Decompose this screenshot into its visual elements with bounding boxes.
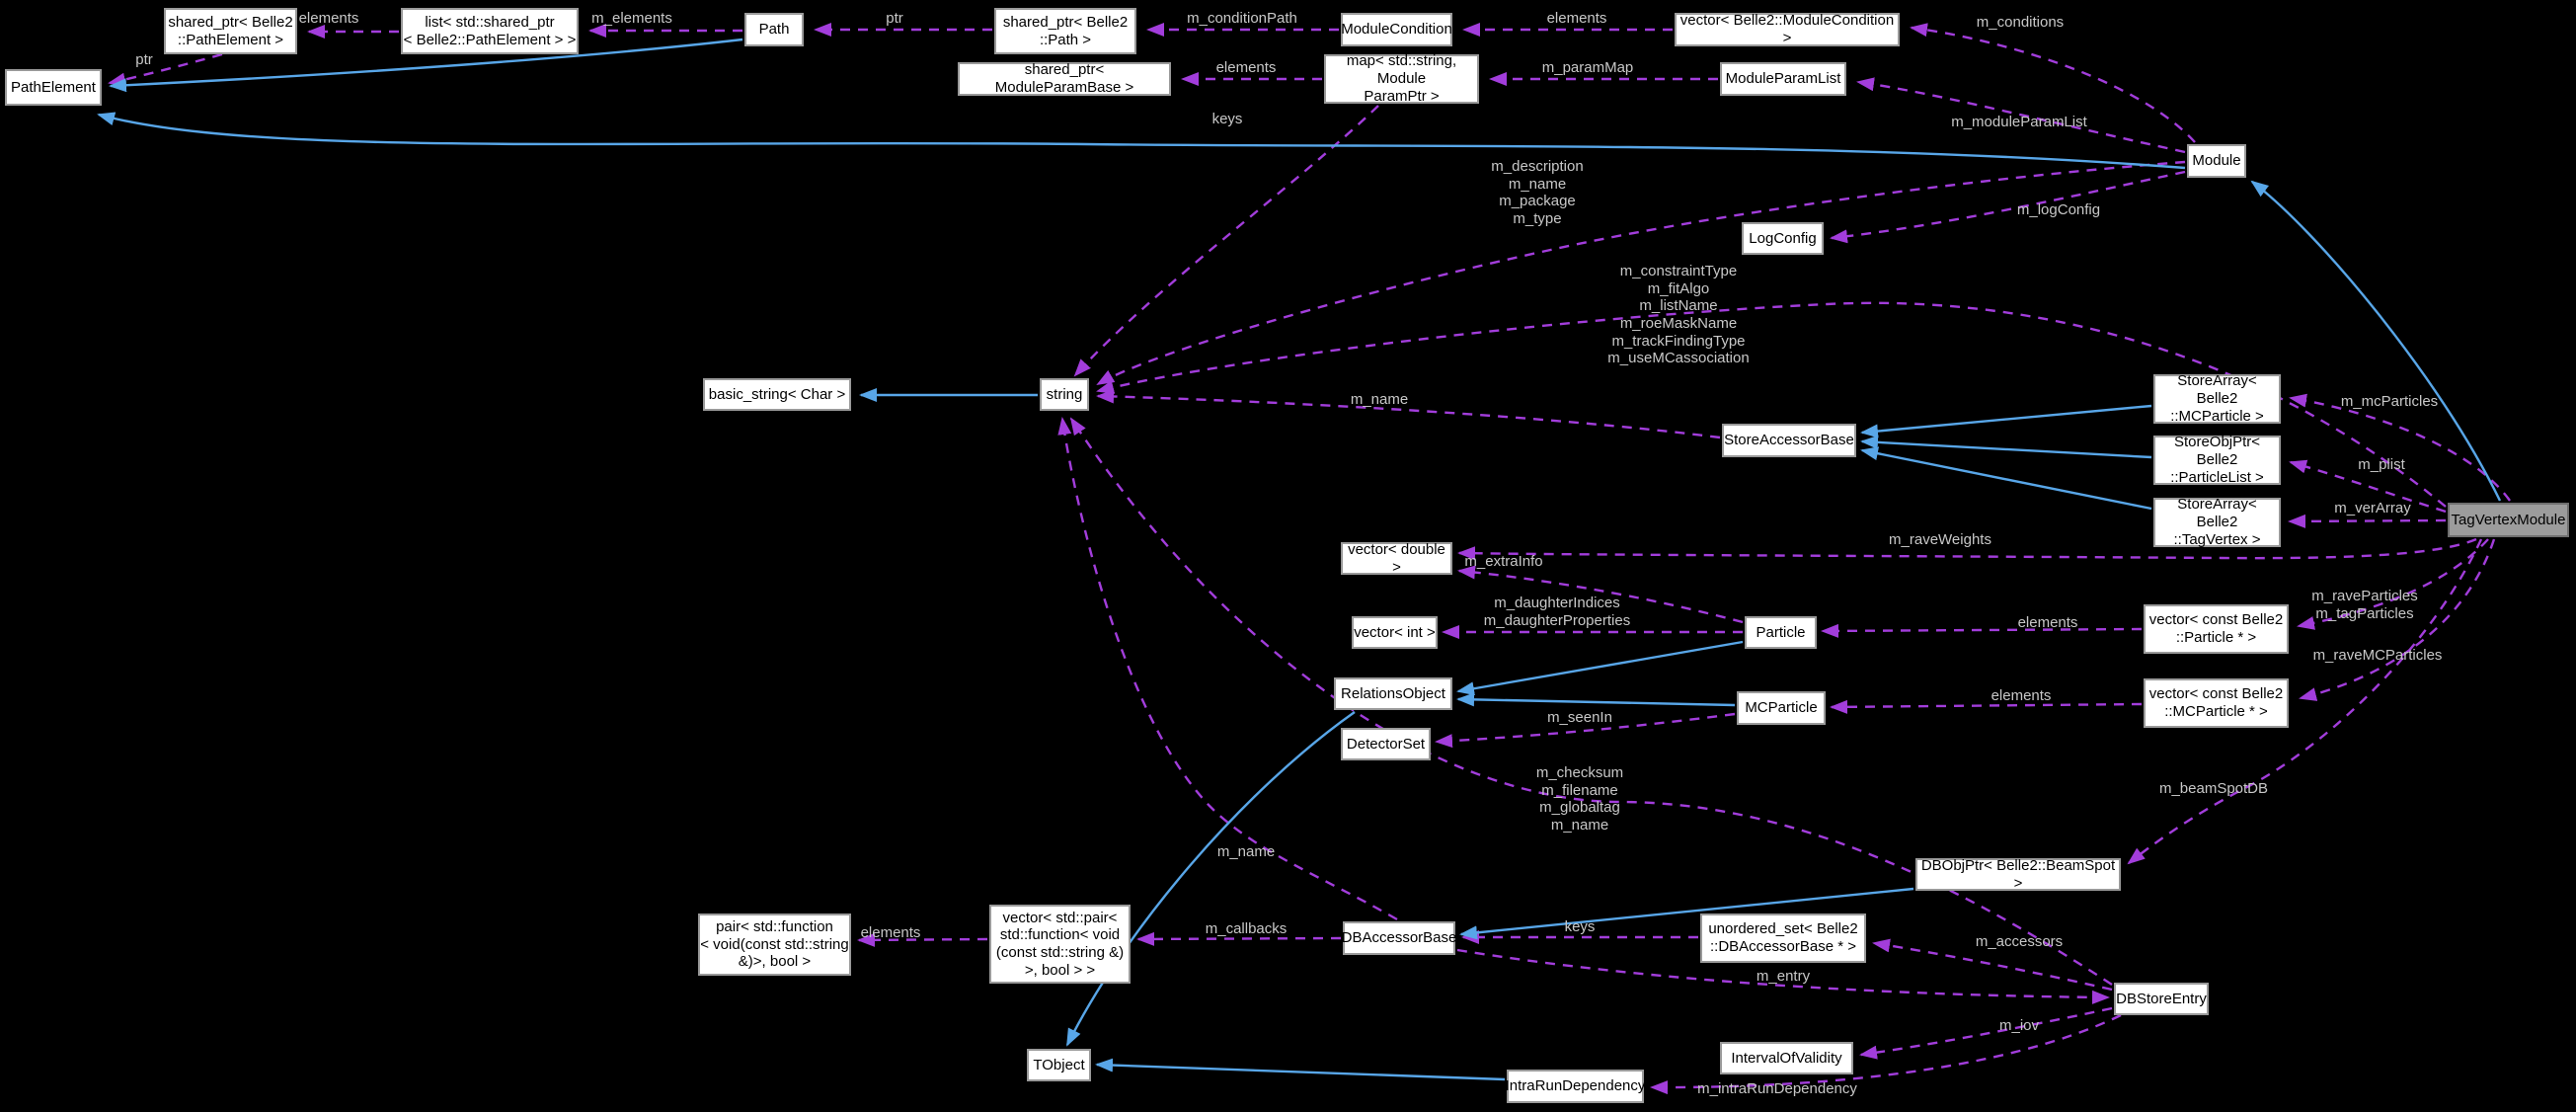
node-shared-ptr-moduleparambase[interactable]: shared_ptr< ModuleParamBase > [958,61,1171,96]
edge-tvm-to-storearray-mcparticle [2289,393,2511,502]
node-storearray-tagvertex[interactable]: StoreArray< Belle2 ::TagVertex > [2153,496,2281,548]
edge-relationsobject-inherits-tobject [1065,711,1356,1047]
edge-tvm-to-dbobjptr-beamspot [2127,538,2483,865]
edge-path-inherits-pathelement [109,38,743,93]
node-pathelement[interactable]: PathElement [5,69,102,106]
node-pair-function[interactable]: pair< std::function < void(const std::st… [698,913,851,976]
edge-dbaccessorbase-to-string [1057,417,1398,921]
node-basic-string[interactable]: basic_string< Char > [703,378,851,411]
edge-module-to-vector-modulecondition [1910,23,2196,143]
node-moduleparamlist[interactable]: ModuleParamList [1720,62,1846,96]
node-logconfig[interactable]: LogConfig [1742,222,1824,255]
edge-tvm-to-storeobjptr-particlelist [2289,459,2447,514]
node-path[interactable]: Path [744,13,804,46]
edge-tvm-to-vector-constparticle [2297,538,2489,630]
edge-sharedptr-to-pathelement [108,52,223,87]
node-vector-int[interactable]: vector< int > [1352,616,1438,649]
node-dbstoreentry[interactable]: DBStoreEntry [2114,983,2209,1015]
node-shared-ptr-path[interactable]: shared_ptr< Belle2 ::Path > [994,8,1136,54]
edge-storearraymc-inherits-sab [1860,404,2152,438]
edge-tvm-inherits-module [2250,180,2502,502]
node-intrarundependency[interactable]: IntraRunDependency [1506,1070,1645,1103]
node-storearray-mcparticle[interactable]: StoreArray< Belle2 ::MCParticle > [2153,372,2281,425]
node-storeaccessorbase[interactable]: StoreAccessorBase [1722,424,1856,457]
edge-dbobjptr-inherits-dbaccessorbase [1459,887,1914,940]
node-tobject[interactable]: TObject [1027,1049,1091,1081]
edge-module-inherits-pathelement [97,112,2186,170]
edge-dbaccessorbase-to-dbstoreentry [1456,948,2110,1004]
node-map-moduleparamptr[interactable]: map< std::string, Module ParamPtr > [1324,52,1479,105]
edge-map-to-string-keys [1073,105,1379,377]
node-vector-const-mcparticle[interactable]: vector< const Belle2 ::MCParticle * > [2144,678,2289,728]
edge-tvm-to-vector-double [1457,537,2477,561]
edge-module-to-moduleparamlist [1856,77,2186,154]
node-particle[interactable]: Particle [1745,616,1817,649]
edge-vectorpair-to-pair [857,932,988,947]
edge-tvm-to-storearray-tagvertex [2288,514,2447,528]
edge-mcparticle-inherits-relationsobject [1456,692,1736,707]
edge-particle-to-vector-double [1457,565,1744,624]
node-dbaccessorbase[interactable]: DBAccessorBase [1342,921,1456,955]
edge-storearraytv-inherits-sab [1860,446,2152,511]
edge-mcparticle-to-detectorset [1435,712,1736,749]
edge-dbaccessorbase-to-vectorpair [1136,931,1342,946]
node-vector-modulecondition[interactable]: vector< Belle2::ModuleCondition > [1675,12,1900,46]
node-list-shared-ptr-pathelement[interactable]: list< std::shared_ptr < Belle2::PathElem… [401,8,579,54]
node-mcparticle[interactable]: MCParticle [1737,691,1826,725]
node-shared-ptr-pathelement[interactable]: shared_ptr< Belle2 ::PathElement > [164,8,297,54]
edge-dbstoreentry-to-intervalofvalidity [1859,1006,2113,1060]
node-unordered-set-dbaccessorbase[interactable]: unordered_set< Belle2 ::DBAccessorBase *… [1700,913,1866,963]
node-string[interactable]: string [1040,378,1089,411]
node-tagvertexmodule[interactable]: TagVertexModule [2448,503,2569,537]
edge-intrarundependency-inherits-tobject [1095,1058,1506,1081]
edge-vector-constparticle-to-particle [1821,623,2143,638]
edge-particle-inherits-relationsobject [1456,640,1744,696]
node-storeobjptr-particlelist[interactable]: StoreObjPtr< Belle2 ::ParticleList > [2153,434,2281,486]
edge-dbstoreentry-to-intrarundependency [1650,1013,2122,1095]
edge-storeaccessorbase-to-string [1096,389,1721,439]
edge-storeobjptr-inherits-sab [1860,435,2152,459]
node-vector-double[interactable]: vector< double > [1341,541,1452,576]
edge-dbstoreentry-to-unorderedset [1872,938,2113,992]
node-intervalofvalidity[interactable]: IntervalOfValidity [1720,1042,1853,1074]
edge-module-to-string [1096,160,2186,386]
node-modulecondition[interactable]: ModuleCondition [1341,13,1452,46]
node-detectorset[interactable]: DetectorSet [1341,728,1431,760]
edge-vector-constmcparticle-to-mcparticle [1830,699,2143,714]
node-relationsobject[interactable]: RelationsObject [1334,677,1452,710]
edge-module-to-logconfig [1830,170,2186,244]
node-dbobjptr-beamspot[interactable]: DBObjPtr< Belle2::BeamSpot > [1915,857,2121,892]
node-module[interactable]: Module [2187,144,2246,178]
node-vector-pair-function[interactable]: vector< std::pair< std::function< void (… [989,905,1131,984]
node-vector-const-particle[interactable]: vector< const Belle2 ::Particle * > [2144,604,2289,654]
